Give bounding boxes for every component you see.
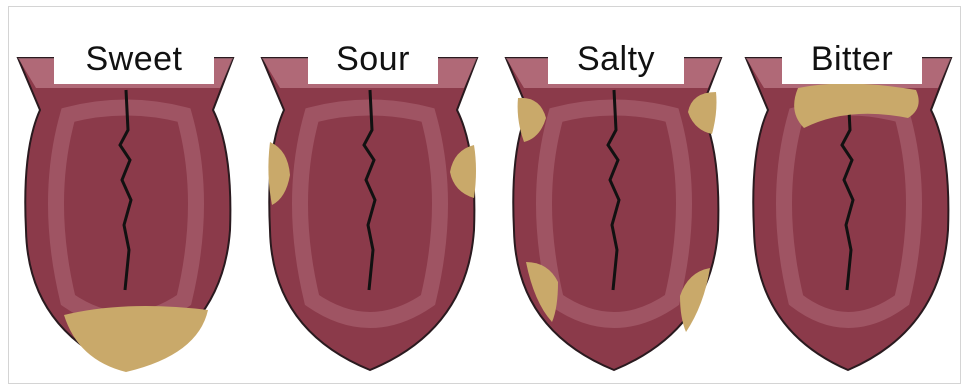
panel-sweet: Sweet	[8, 0, 248, 387]
panel-salty: Salty	[496, 0, 736, 387]
panel-bitter: Bitter	[736, 0, 967, 387]
taste-label-salty: Salty	[548, 34, 684, 84]
taste-label-sweet: Sweet	[54, 34, 214, 84]
taste-label-sour: Sour	[308, 34, 438, 84]
taste-label-bitter: Bitter	[782, 34, 922, 84]
panel-sour: Sour	[252, 0, 492, 387]
taste-zone-sweet-tip	[64, 306, 208, 372]
